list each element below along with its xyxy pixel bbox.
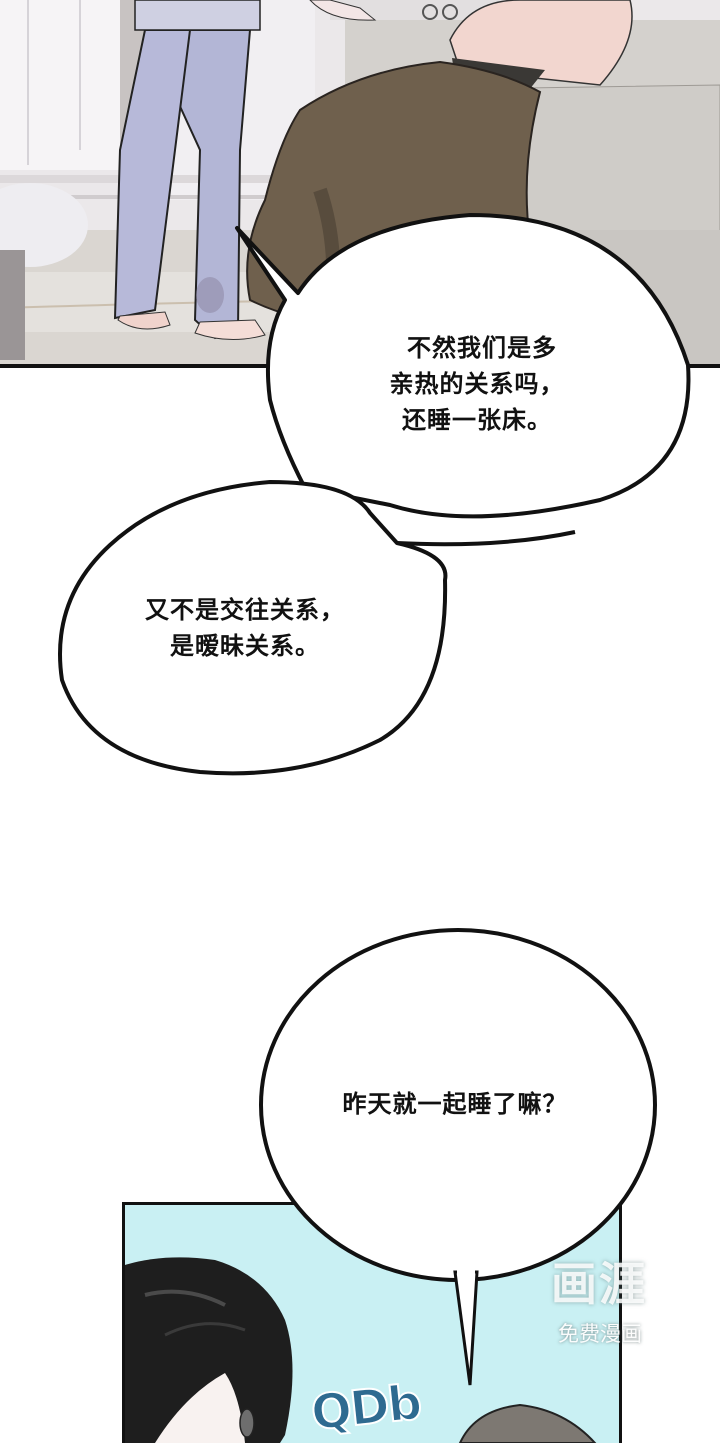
panel-living-room — [0, 0, 720, 368]
bubble-1-line-3: 还睡一张床。 — [402, 406, 552, 434]
bubble-2-line-1: 又不是交往关系， — [145, 596, 345, 624]
watermark-logo: 画涯 — [551, 1257, 647, 1311]
speech-bubble-3: 昨天就一起睡了嘛？ — [315, 1086, 595, 1122]
watermark-subtitle: 免费漫画 — [558, 1322, 642, 1346]
speech-bubble-2: 又不是交往关系， 是暧昧关系。 — [125, 592, 365, 664]
sound-effect-text: QDb — [307, 1373, 423, 1442]
watermark: 画涯 免费漫画 — [538, 1255, 660, 1355]
bubble-1-line-2: 亲热的关系吗， — [389, 370, 565, 398]
bubble-2-line-2: 是暧昧关系。 — [170, 632, 320, 660]
bubble-1-line-1: 不然我们是多 — [407, 334, 557, 362]
panel-border-bottom — [0, 364, 720, 368]
speech-bubble-1: 不然我们是多 亲热的关系吗， 还睡一张床。 — [372, 330, 582, 438]
living-room-illustration — [0, 0, 720, 368]
bubble-3-line-1: 昨天就一起睡了嘛？ — [342, 1090, 568, 1118]
